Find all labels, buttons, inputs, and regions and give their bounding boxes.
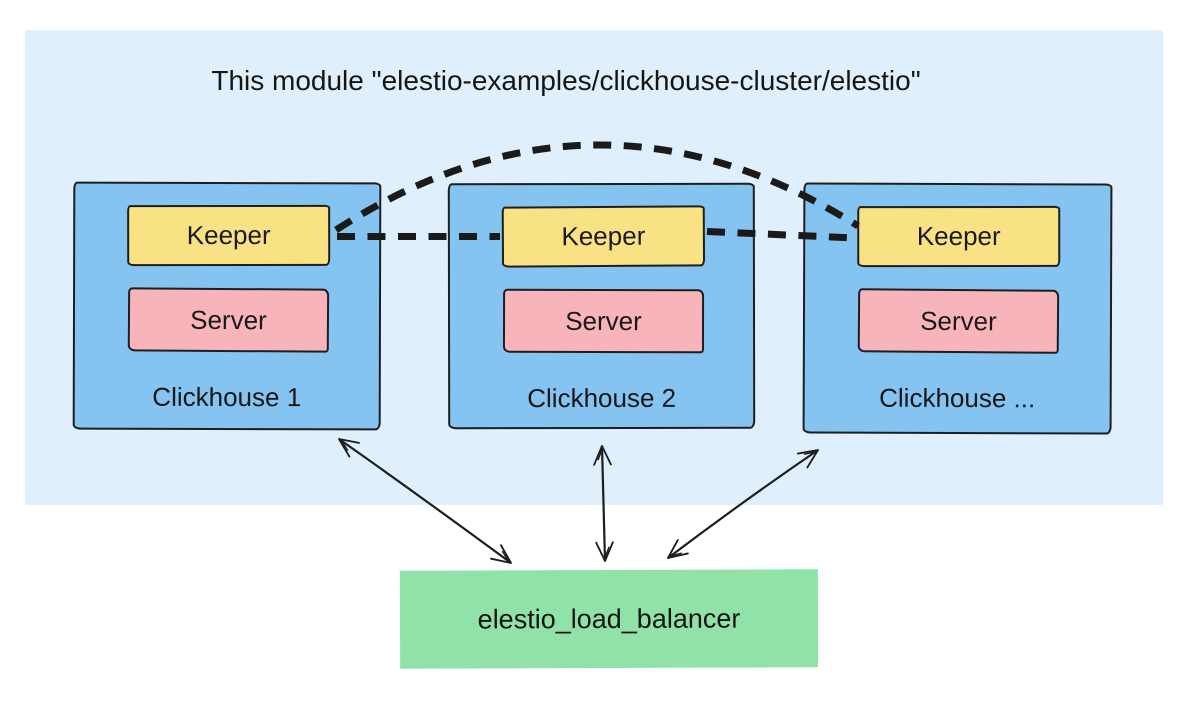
server-box: Server	[857, 288, 1060, 354]
keeper-label: Keeper	[561, 220, 646, 252]
server-label: Server	[565, 305, 642, 336]
server-label: Server	[920, 305, 997, 336]
keeper-label: Keeper	[916, 220, 1001, 252]
node-clickhouse-etc: Keeper Server Clickhouse ...	[802, 182, 1113, 435]
node-label: Clickhouse 2	[527, 382, 677, 414]
load-balancer-label: elestio_load_balancer	[477, 603, 741, 634]
load-balancer-box: elestio_load_balancer	[399, 569, 819, 669]
keeper-box: Keeper	[127, 204, 331, 267]
server-box: Server	[502, 288, 705, 354]
server-label: Server	[190, 304, 267, 335]
keeper-label: Keeper	[186, 219, 271, 251]
node-clickhouse-1: Keeper Server Clickhouse 1	[72, 181, 382, 431]
module-title: This module "elestio-examples/clickhouse…	[211, 65, 921, 96]
keeper-box: Keeper	[501, 205, 706, 268]
node-label: Clickhouse 1	[152, 381, 302, 413]
server-box: Server	[127, 287, 330, 353]
node-clickhouse-2: Keeper Server Clickhouse 2	[447, 182, 756, 430]
node-label: Clickhouse ...	[879, 382, 1036, 414]
keeper-box: Keeper	[857, 205, 1061, 268]
